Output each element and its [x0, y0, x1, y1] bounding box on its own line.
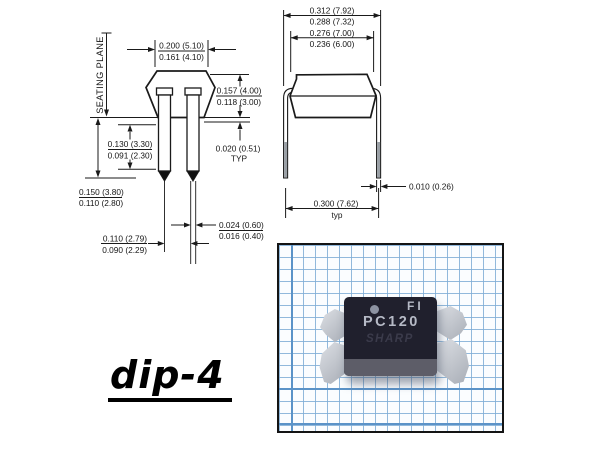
seating-plane-label: SEATING PLANE — [95, 36, 105, 114]
side-view-package — [145, 70, 216, 264]
graph-major-line — [279, 423, 502, 425]
arrow-down-icon — [104, 109, 109, 117]
dim-body-width — [290, 31, 375, 72]
chip-body: FI PC120 SHARP — [344, 297, 437, 376]
dim-lead-pitch-line1: 0.110 (2.79) — [103, 234, 147, 244]
dim-tip-width-line2: 0.016 (0.40) — [219, 231, 264, 241]
component-photo: FI PC120 SHARP — [277, 243, 504, 433]
dim-row-spacing-line2: typ — [331, 210, 342, 220]
chip-lead-right-top — [437, 306, 467, 340]
dim-standoff-line1: 0.150 (3.80) — [79, 187, 124, 197]
dim-top-width — [127, 40, 236, 67]
dim-shoulder-length-line2: 0.091 (2.30) — [108, 150, 153, 160]
dim-shoulder-length-line1: 0.130 (3.30) — [108, 139, 153, 149]
chip-marking-part-number: PC120 — [363, 314, 420, 330]
dim-standoff-line2: 0.110 (2.80) — [79, 198, 123, 208]
chip-bottom-face — [344, 359, 437, 376]
dim-lead-width — [361, 180, 406, 192]
front-view-package — [283, 73, 382, 179]
dim-overall-width-line1: 0.312 (7.92) — [310, 6, 355, 16]
dim-tip-width-line1: 0.024 (0.60) — [219, 220, 264, 230]
dim-shoulder-length — [108, 124, 156, 170]
dim-tip-width — [171, 222, 263, 231]
dim-lead-thickness — [237, 122, 243, 141]
pin-tip — [157, 170, 172, 182]
dim-body-height-line2: 0.118 (3.00) — [217, 97, 261, 107]
pin-tip — [186, 170, 200, 182]
chip-marking-brand: SHARP — [366, 333, 414, 345]
chip-lead-left-top — [320, 309, 347, 342]
pin1-dot-icon — [370, 305, 379, 314]
dim-body-height — [210, 74, 262, 118]
dim-lead-pitch-line2: 0.090 (2.29) — [102, 245, 147, 255]
dim-row-spacing-line1: 0.300 (7.62) — [314, 198, 359, 208]
dim-lead-pitch — [101, 241, 209, 246]
dim-overall-width — [283, 10, 382, 86]
dim-top-width-line1: 0.200 (5.10) — [159, 41, 204, 51]
dim-body-height-line1: 0.157 (4.00) — [217, 86, 262, 96]
graph-major-line — [279, 388, 502, 390]
dim-row-spacing — [285, 188, 380, 218]
dim-lead-width-label: 0.010 (0.26) — [409, 182, 454, 192]
chip-marking-lot: FI — [407, 299, 424, 313]
dim-lead-thickness-line2: TYP — [231, 154, 248, 164]
dim-lead-thickness-line1: 0.020 (0.51) — [216, 144, 261, 154]
dim-body-width-line1: 0.276 (7.00) — [310, 28, 355, 38]
dim-overall-width-line2: 0.288 (7.32) — [310, 17, 355, 27]
dim-body-width-line2: 0.236 (6.00) — [310, 39, 355, 49]
chip-lead-right-bottom — [437, 339, 469, 384]
dim-standoff — [79, 118, 136, 198]
dim-top-width-line2: 0.161 (4.10) — [159, 52, 204, 62]
package-title: dip-4 — [108, 353, 232, 402]
graph-major-line — [291, 245, 293, 431]
chip-lead-left-bottom — [319, 342, 347, 384]
